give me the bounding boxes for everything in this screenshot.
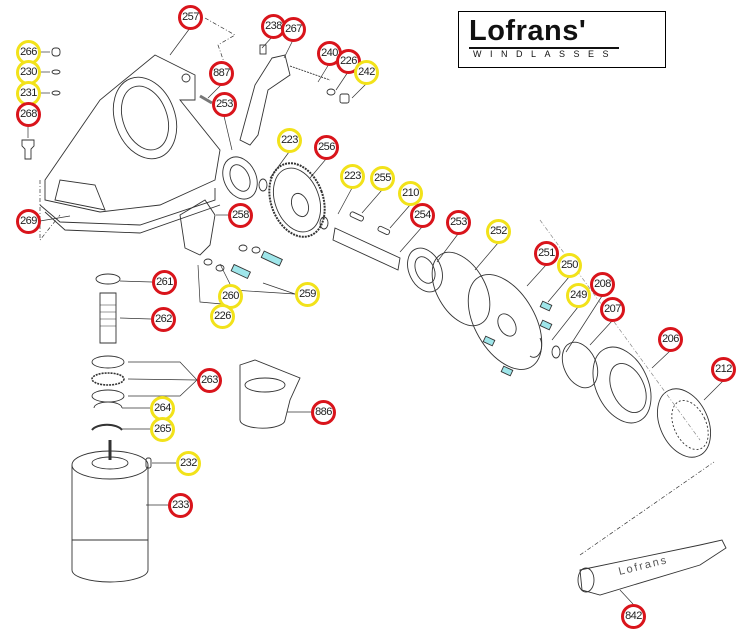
callout-210: 210 (398, 181, 423, 206)
callout-265: 265 (150, 417, 175, 442)
gearbox-housing (39, 54, 221, 234)
lofrans-logo: Lofrans' WINDLASSES (458, 11, 666, 68)
callout-226-b: 226 (210, 304, 235, 329)
callout-256: 256 (314, 135, 339, 160)
callout-886: 886 (311, 400, 336, 425)
cap-nut-washers (21, 47, 61, 160)
callout-250: 250 (557, 253, 582, 278)
callout-206: 206 (658, 327, 683, 352)
callout-264: 264 (150, 396, 175, 421)
motor-bracket (179, 199, 283, 280)
callout-258: 258 (228, 203, 253, 228)
callout-259: 259 (295, 282, 320, 307)
thrust-bearing-set (91, 355, 125, 431)
logo-brand: Lofrans' (469, 15, 587, 47)
callout-261: 261 (152, 270, 177, 295)
callout-253-b: 253 (446, 210, 471, 235)
callout-842: 842 (621, 604, 646, 629)
bearing-upper (222, 156, 268, 200)
callout-269: 269 (16, 209, 41, 234)
chain-gypsy-assembly (551, 341, 711, 458)
callout-251: 251 (534, 241, 559, 266)
o-ring (431, 251, 491, 327)
pawl-lever (199, 44, 350, 146)
callout-252: 252 (486, 219, 511, 244)
callout-267: 267 (281, 17, 306, 42)
deck-flange (239, 359, 301, 429)
callout-263: 263 (197, 368, 222, 393)
electric-motor (71, 440, 152, 583)
callout-232: 232 (176, 451, 201, 476)
callout-233: 233 (168, 493, 193, 518)
bearing-lower (407, 247, 443, 293)
callout-887: 887 (209, 61, 234, 86)
main-shaft (332, 211, 401, 271)
logo-subtitle: WINDLASSES (473, 49, 618, 59)
cover-plate (467, 274, 553, 377)
logo-underline (469, 47, 619, 49)
callout-253: 253 (212, 92, 237, 117)
worm-shaft (95, 273, 121, 344)
callout-268: 268 (16, 102, 41, 127)
callout-262: 262 (151, 307, 176, 332)
callout-208: 208 (590, 272, 615, 297)
callout-255: 255 (370, 166, 395, 191)
callout-212: 212 (711, 357, 736, 382)
callout-254: 254 (410, 203, 435, 228)
callout-257: 257 (178, 5, 203, 30)
callout-266: 266 (16, 40, 41, 65)
callout-249: 249 (566, 283, 591, 308)
callout-207: 207 (600, 297, 625, 322)
winch-handle (577, 539, 727, 596)
callout-223-b: 223 (340, 164, 365, 189)
callout-242: 242 (354, 60, 379, 85)
gear-wheel (268, 162, 329, 238)
callout-223: 223 (277, 128, 302, 153)
